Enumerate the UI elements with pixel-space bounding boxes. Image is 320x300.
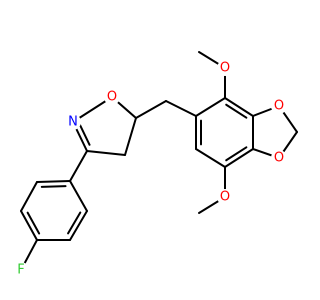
bond-P3-P4-inner <box>26 211 41 235</box>
bond-P3-P4 <box>20 210 38 241</box>
atom-label-layer: O N F O O O O <box>13 60 287 278</box>
dioxole-oxygen-lower-background <box>271 150 287 166</box>
bond-A2-A3 <box>195 148 226 168</box>
isoxazoline-oxygen-background <box>104 89 120 105</box>
bond-A6-A1 <box>195 97 226 117</box>
methoxy-oxygen-bottom-label: O <box>220 190 230 205</box>
molecule-structure-diagram: O N F O O O O <box>13 51 298 278</box>
bond-C4-C5 <box>124 117 137 156</box>
bond-P6-P1 <box>69 180 88 212</box>
bond-C3-C4 <box>86 150 126 156</box>
dioxole-oxygen-upper-background <box>271 98 287 114</box>
methoxy-oxygen-top-background <box>217 60 233 76</box>
bond-C5-CH2 <box>135 100 167 119</box>
methoxy-oxygen-bottom-background <box>217 189 233 205</box>
dioxole-oxygen-lower-label: O <box>274 151 284 166</box>
bond-P5-P6 <box>69 210 88 241</box>
bond-N2-C3-inner <box>78 122 91 146</box>
isoxazoline-oxygen-label: O <box>107 90 117 105</box>
isoxazoline-nitrogen-background <box>65 114 81 130</box>
bond-CH2-A1 <box>165 100 197 117</box>
bond-P1-P2 <box>36 180 71 183</box>
dioxole-oxygen-upper-label: O <box>274 99 284 114</box>
bond-P2-P3 <box>20 181 38 212</box>
bond-A3-A4 <box>224 148 254 168</box>
bond-A3-A4-inner <box>225 146 248 162</box>
bond-A5-A6-inner <box>225 103 248 119</box>
bond-P1-P2-inner <box>40 185 67 188</box>
fluorine-background <box>13 262 29 278</box>
fluorine-label: F <box>17 263 24 278</box>
bond-layer <box>20 51 298 271</box>
isoxazoline-nitrogen-label: N <box>68 115 78 130</box>
bond-C3-P1 <box>69 150 88 182</box>
bond-P5-P6-inner <box>67 211 82 235</box>
methoxy-oxygen-top-label: O <box>220 61 230 76</box>
bond-A5-A6 <box>224 97 254 117</box>
